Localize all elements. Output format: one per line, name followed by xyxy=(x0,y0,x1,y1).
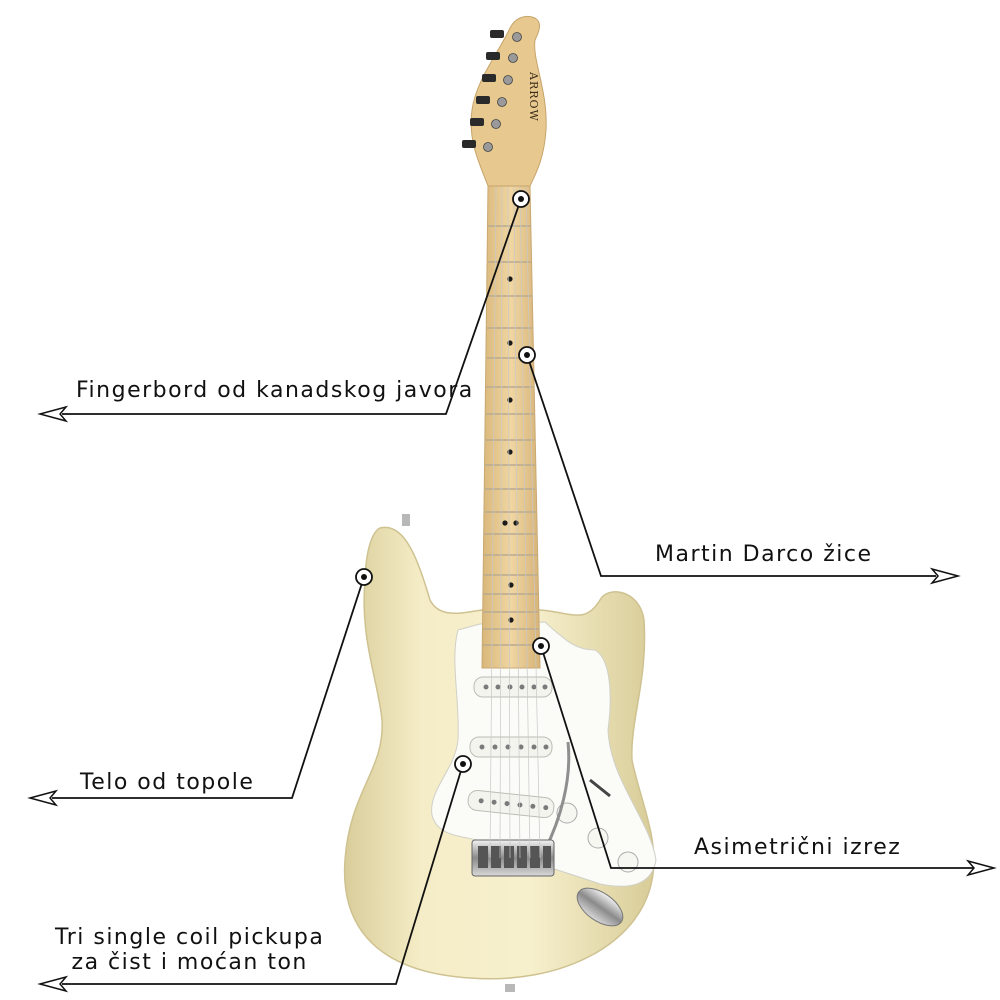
bridge-pickup xyxy=(467,789,555,819)
output-jack xyxy=(576,887,624,927)
callout-pickups-line2: za čist i moćan ton xyxy=(71,950,308,976)
strap-button-bottom xyxy=(505,984,515,992)
bridge xyxy=(471,839,555,877)
neck-pickup xyxy=(473,676,553,698)
callout-arrowheads xyxy=(27,405,997,993)
callout-pickups: Tri single coil pickupa za čist i moćan … xyxy=(55,925,324,976)
callout-cutaway: Asimetrični izrez xyxy=(694,835,902,860)
strap-button-top xyxy=(402,514,410,526)
fret-markers xyxy=(502,276,519,623)
strings xyxy=(489,185,541,859)
arrow-right-icon xyxy=(929,567,961,585)
callout-pickups-line1: Tri single coil pickupa xyxy=(55,925,325,950)
arrow-left-icon xyxy=(37,975,69,993)
arrow-right-icon xyxy=(965,859,997,877)
arrow-left-icon xyxy=(37,405,69,423)
middle-pickup xyxy=(469,736,553,758)
callout-fingerboard: Fingerbord od kanadskog javora xyxy=(76,378,474,403)
tuning-pegs xyxy=(462,30,522,152)
arrow-left-icon xyxy=(27,789,59,807)
brand-logo: ARROW xyxy=(527,71,540,122)
callout-lines xyxy=(52,198,976,985)
callout-strings: Martin Darco žice xyxy=(655,542,873,567)
callout-body: Telo od topole xyxy=(80,770,255,795)
